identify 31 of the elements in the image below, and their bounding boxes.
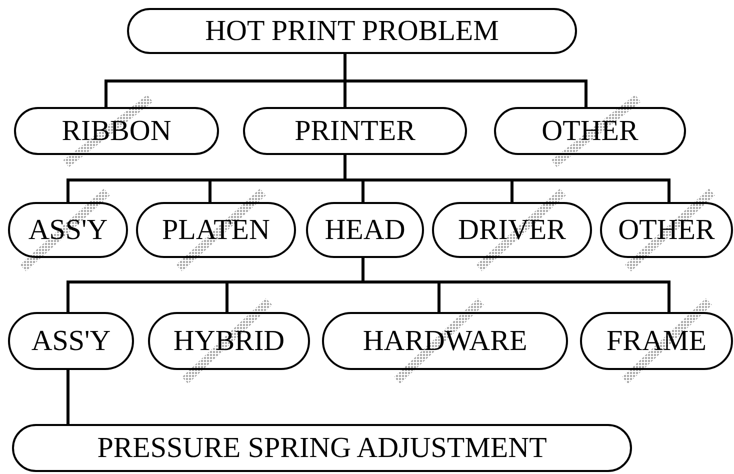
rounded-node [322, 312, 568, 370]
rounded-node [432, 202, 592, 258]
rounded-node [127, 8, 577, 54]
node-label: ASS'Y [31, 324, 111, 358]
node-label: OTHER [618, 214, 715, 246]
rounded-node [14, 107, 219, 155]
rounded-node [8, 202, 128, 258]
rounded-node [580, 312, 733, 370]
node-label: PRINTER [294, 114, 416, 148]
rounded-node [306, 202, 424, 258]
node-label: PLATEN [162, 214, 270, 246]
node-label: ASS'Y [28, 214, 108, 246]
rounded-node [148, 312, 310, 370]
node-label: DRIVER [458, 214, 566, 246]
connector-line [66, 370, 70, 424]
rounded-node [243, 107, 467, 155]
node-label: PRESSURE SPRING ADJUSTMENT [97, 432, 547, 464]
node-label: HEAD [324, 214, 406, 246]
node-label: RIBBON [62, 114, 172, 148]
connector-line [362, 258, 670, 312]
node-label: OTHER [542, 114, 638, 148]
rounded-node [494, 107, 686, 155]
rounded-node [136, 202, 296, 258]
connector-line [344, 155, 670, 202]
node-label: HYBRID [173, 324, 285, 358]
rounded-node [12, 424, 632, 472]
node-label: HOT PRINT PROBLEM [205, 14, 499, 48]
node-label: FRAME [606, 324, 706, 358]
node-label: HARDWARE [362, 324, 528, 358]
rounded-node [600, 202, 733, 258]
rounded-node [8, 312, 134, 370]
